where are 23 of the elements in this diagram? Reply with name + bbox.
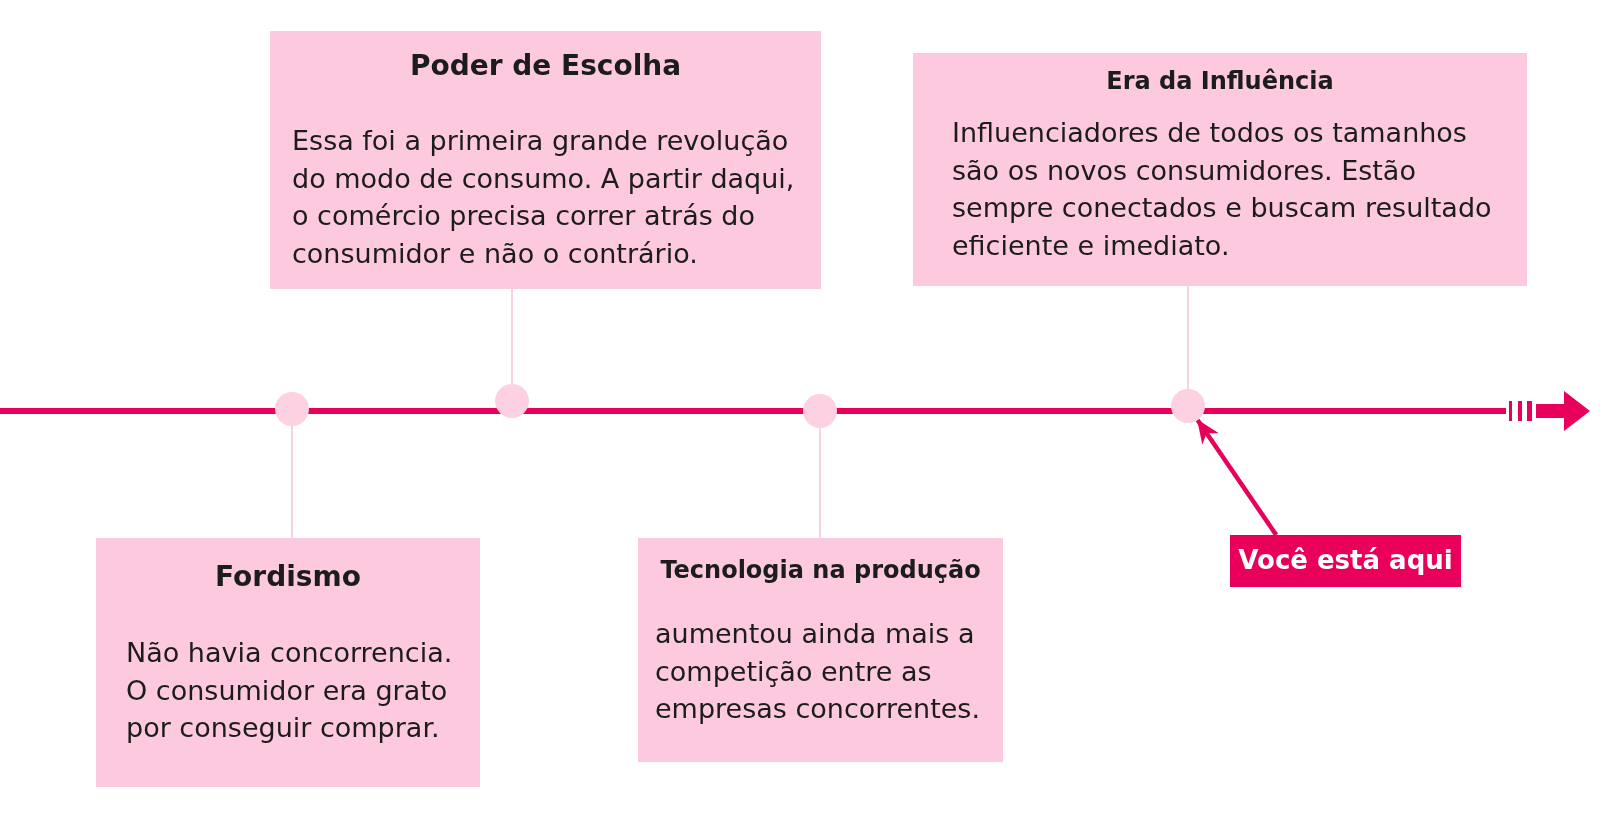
event-card [270, 31, 821, 289]
event-card [96, 538, 480, 787]
event-card [638, 538, 1003, 762]
card-text: Influenciadores de todos os tamanhos são os novos consumidores. Estão sempre conectados e buscam resultado eficiente e imediato. [952, 116, 1493, 263]
event-card [913, 53, 1527, 286]
card-title: Era da Influência [1106, 67, 1334, 96]
leader-line [1187, 285, 1189, 390]
leader-line [291, 425, 293, 539]
callout-text: Você está aqui [1238, 545, 1453, 577]
arrow [1195, 418, 1279, 537]
card-text: Não havia concorrencia. O consumidor era grato por conseguir comprar. [126, 636, 454, 745]
timeline-dot [495, 384, 529, 418]
leader-line [511, 288, 513, 385]
callout-tag [1230, 535, 1461, 587]
timeline-dot [275, 392, 309, 426]
card-title: Tecnologia na produção [660, 556, 981, 585]
card-title: Poder de Escolha [409, 49, 682, 83]
timeline-dot [1171, 389, 1205, 423]
card-text: aumentou ainda mais a competição entre as empresas concorrentes. [655, 617, 981, 726]
card-title: Fordismo [215, 560, 361, 594]
timeline-dot [803, 394, 837, 428]
card-text: Essa foi a primeira grande revolução do modo de consumo. A partir daqui, o comércio precisa correr atrás do consumidor e não o contrário. [292, 124, 796, 271]
leader-line [819, 427, 821, 539]
